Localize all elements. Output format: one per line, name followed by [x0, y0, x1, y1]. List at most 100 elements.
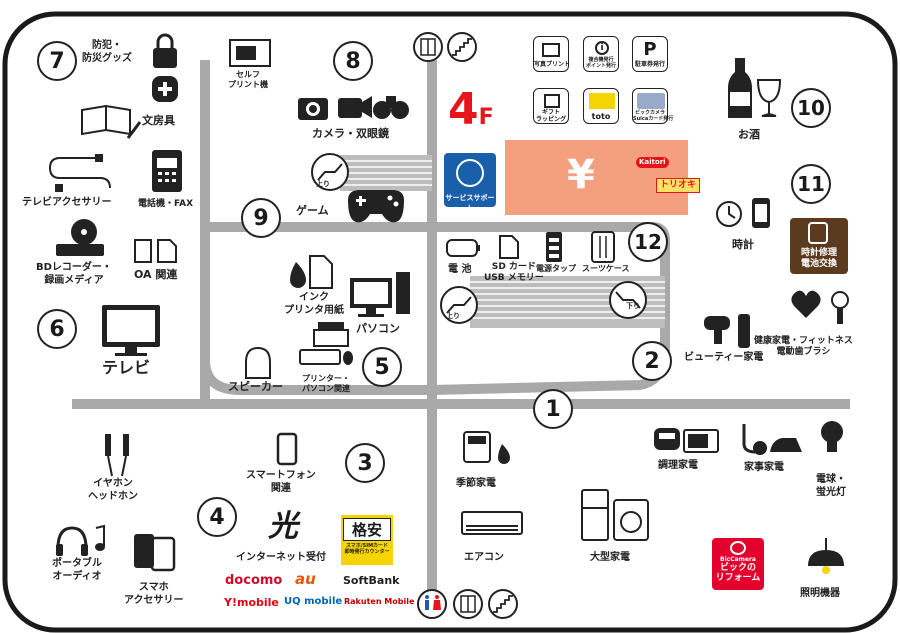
- cable-icon: [48, 154, 111, 192]
- label-crime-disaster[interactable]: 防犯・ 防災グッズ: [82, 40, 132, 64]
- elevator-icon[interactable]: [453, 589, 483, 619]
- zone-10[interactable]: 10: [791, 88, 831, 128]
- zone-6[interactable]: 6: [37, 309, 77, 349]
- watch-repair-badge[interactable]: 時計修理 電池交換: [790, 218, 848, 274]
- label-ink[interactable]: インク プリンタ用紙: [284, 292, 344, 316]
- suica-card-icon: [637, 93, 665, 109]
- label-liquor[interactable]: お酒: [738, 128, 760, 141]
- label-cooking[interactable]: 調理家電: [658, 460, 698, 471]
- label-speaker[interactable]: スピーカー: [228, 380, 283, 393]
- escalator-up-icon[interactable]: [311, 153, 349, 191]
- zone-9[interactable]: 9: [241, 198, 281, 238]
- label-health[interactable]: 健康家電・フィットネス 電動歯ブラシ: [754, 336, 853, 358]
- stairs-icon[interactable]: [488, 589, 518, 619]
- label-tv[interactable]: テレビ: [102, 358, 151, 377]
- zone-2[interactable]: 2: [632, 341, 672, 381]
- zone-11[interactable]: 11: [791, 164, 831, 204]
- elevator-icon[interactable]: [413, 32, 443, 62]
- zone-8[interactable]: 8: [333, 41, 373, 81]
- label-oa[interactable]: OA 関連: [134, 268, 178, 281]
- bic-reform-badge[interactable]: BicCamera ビックの リフォーム: [712, 538, 764, 590]
- info-icon: i: [595, 41, 609, 55]
- oa-icon: [134, 239, 177, 263]
- lock-icon: [153, 33, 177, 68]
- label-stationery[interactable]: 文房具: [142, 114, 175, 127]
- toto-button[interactable]: toto: [583, 88, 619, 124]
- point-issue-button[interactable]: i 複合機発行 ポイント発行: [583, 36, 619, 72]
- video-camera-icon: [338, 96, 372, 118]
- zone-1[interactable]: 1: [533, 389, 573, 429]
- disc-recorder-icon: [56, 219, 104, 256]
- smartphone-icon: [276, 432, 298, 466]
- zone-4[interactable]: 4: [197, 497, 237, 537]
- label-tv-accessory[interactable]: テレビアクセサリー: [22, 197, 112, 208]
- battery-icon: [446, 239, 480, 257]
- liquor-bottle-icon: [728, 58, 752, 118]
- label-seasonal[interactable]: 季節家電: [456, 478, 496, 489]
- zone-3[interactable]: 3: [345, 443, 385, 483]
- torioki-badge[interactable]: トリオキ: [656, 178, 701, 193]
- escalator-upper: [340, 155, 432, 191]
- floor-indicator: 4F: [448, 88, 494, 132]
- uq-mobile-logo: UQ mobile: [284, 596, 343, 607]
- microwave-icon: [683, 429, 719, 453]
- service-support-badge[interactable]: サービスサポート: [444, 153, 496, 212]
- printer-icon: [313, 322, 349, 347]
- yen-icon: ¥: [567, 152, 595, 198]
- label-bd-recorder[interactable]: BDレコーダー・ 録画メディア: [36, 262, 112, 286]
- label-suitcase[interactable]: スーツケース: [582, 264, 630, 273]
- restroom-icon[interactable]: [417, 589, 447, 619]
- label-lighting[interactable]: 照明機器: [800, 588, 840, 599]
- label-internet[interactable]: インターネット受付: [236, 552, 326, 563]
- service-support-icon: [456, 159, 484, 187]
- label-sdcard[interactable]: SD カード USB メモリー: [484, 262, 544, 284]
- aircon-icon: [461, 511, 523, 535]
- label-printer-pc[interactable]: プリンター・ パソコン関連: [302, 374, 350, 393]
- parking-button[interactable]: P 駐車券発行: [632, 36, 668, 72]
- earphones-icon: [105, 434, 129, 477]
- label-portable-audio[interactable]: ポータブル オーディオ: [52, 558, 102, 582]
- kakuyasu-badge[interactable]: 格安 スマホ/SIMカード 即時発行カウンター: [341, 515, 393, 565]
- wine-glass-icon: [756, 79, 782, 117]
- speaker-icon: [245, 346, 271, 379]
- shaver-icon: [738, 314, 750, 348]
- label-watch[interactable]: 時計: [732, 238, 754, 251]
- escalator-down-icon[interactable]: [609, 281, 647, 319]
- floor-suffix: F: [478, 105, 494, 130]
- toto-icon: [589, 93, 615, 109]
- label-large-appliance[interactable]: 大型家電: [590, 552, 630, 563]
- label-battery[interactable]: 電 池: [448, 264, 472, 275]
- vacuum-icon: [742, 424, 767, 455]
- label-housework[interactable]: 家事家電: [744, 462, 784, 473]
- zone-7[interactable]: 7: [37, 41, 77, 81]
- refrigerator-icon: [581, 489, 609, 541]
- label-beauty[interactable]: ビューティー家電: [684, 352, 764, 363]
- label-aircon[interactable]: エアコン: [464, 552, 504, 563]
- rice-cooker-icon: [654, 428, 680, 450]
- label-smartphone-acc[interactable]: スマホ アクセサリー: [124, 582, 184, 606]
- label-camera[interactable]: カメラ・双眼鏡: [312, 127, 389, 140]
- label-self-print[interactable]: セルフ プリント機: [228, 70, 268, 89]
- service-support-label: サービスサポート: [445, 194, 495, 212]
- label-power-tap[interactable]: 電源タップ: [536, 264, 576, 273]
- photo-print-button[interactable]: 写真プリント: [533, 36, 570, 72]
- phone-fax-icon: [152, 150, 182, 192]
- gift-wrap-button[interactable]: ギフト ラッピング: [533, 88, 569, 124]
- zone-5[interactable]: 5: [362, 347, 402, 387]
- suica-button[interactable]: ビックカメラ Suicaカード発行: [632, 88, 673, 124]
- label-earphone[interactable]: イヤホン ヘッドホン: [88, 478, 138, 502]
- escalator-up-icon[interactable]: [440, 286, 478, 324]
- label-bulb[interactable]: 電球・ 蛍光灯: [816, 474, 846, 498]
- label-game[interactable]: ゲーム: [296, 204, 329, 217]
- label-phone-fax[interactable]: 電話機・FAX: [138, 199, 194, 209]
- clock-icon: [716, 201, 742, 227]
- stairs-icon[interactable]: [447, 32, 477, 62]
- exchange-zone: [505, 140, 688, 215]
- label-pc[interactable]: パソコン: [356, 322, 400, 335]
- label-smartphone[interactable]: スマートフォン 関連: [246, 470, 316, 494]
- music-note-icon: [95, 524, 105, 551]
- docomo-logo: docomo: [225, 573, 283, 588]
- headphones-icon: [56, 526, 88, 556]
- zone-12[interactable]: 12: [628, 222, 668, 262]
